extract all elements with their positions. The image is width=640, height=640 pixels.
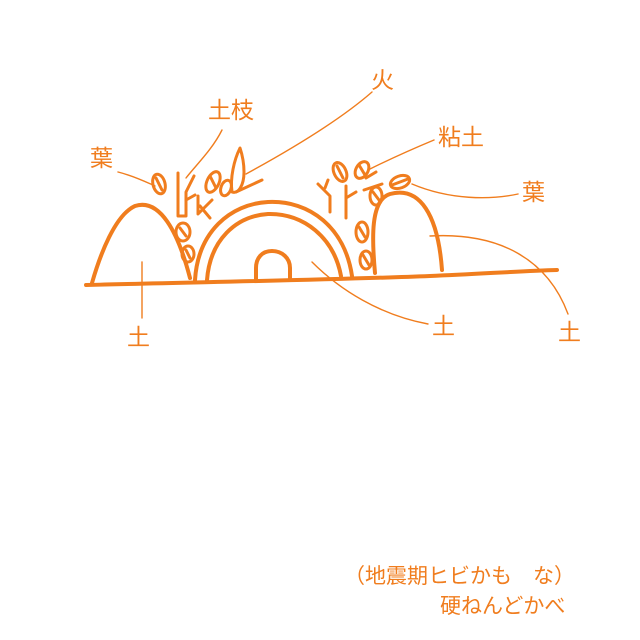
leaf-mark xyxy=(353,160,371,180)
kiln-opening xyxy=(254,249,292,282)
leaf-mark xyxy=(331,161,349,183)
leader-leaf-right xyxy=(411,183,519,199)
label-clay: 粘土 xyxy=(438,125,484,151)
label-soil-center: 土 xyxy=(432,314,455,340)
note-line-2: 硬ねんどかべ xyxy=(440,594,566,618)
right-twigs xyxy=(316,170,384,220)
label-leaf-left: 葉 xyxy=(90,146,113,172)
note-line-1: （地震期ヒビかも な） xyxy=(344,564,575,588)
dome-inner-arch xyxy=(205,211,343,282)
leader-fire xyxy=(245,91,373,175)
leaf-mark xyxy=(174,221,192,243)
left-mound xyxy=(90,202,192,285)
label-soil-left: 土 xyxy=(127,325,150,351)
leader-leaf-left xyxy=(117,171,156,187)
leaf-mark xyxy=(358,249,374,271)
leaf-mark xyxy=(204,170,222,194)
leaf-mark xyxy=(354,220,370,244)
ground-line xyxy=(84,268,559,287)
label-earth-branch: 土枝 xyxy=(208,98,254,124)
label-soil-right: 土 xyxy=(558,320,581,346)
left-twigs xyxy=(176,171,214,220)
leader-clay xyxy=(367,139,435,171)
leaf-mark xyxy=(180,244,196,264)
label-fire: 火 xyxy=(371,68,394,94)
right-mound xyxy=(371,190,444,275)
leader-lines xyxy=(117,91,569,325)
right-leaves xyxy=(331,160,412,271)
label-leaf-right: 葉 xyxy=(522,180,545,206)
fire-mark xyxy=(230,146,264,194)
dome-outer-arch xyxy=(193,199,354,282)
leader-earth-branch xyxy=(185,129,223,179)
leader-soil-right xyxy=(429,234,569,315)
leader-soil-center xyxy=(311,261,429,325)
